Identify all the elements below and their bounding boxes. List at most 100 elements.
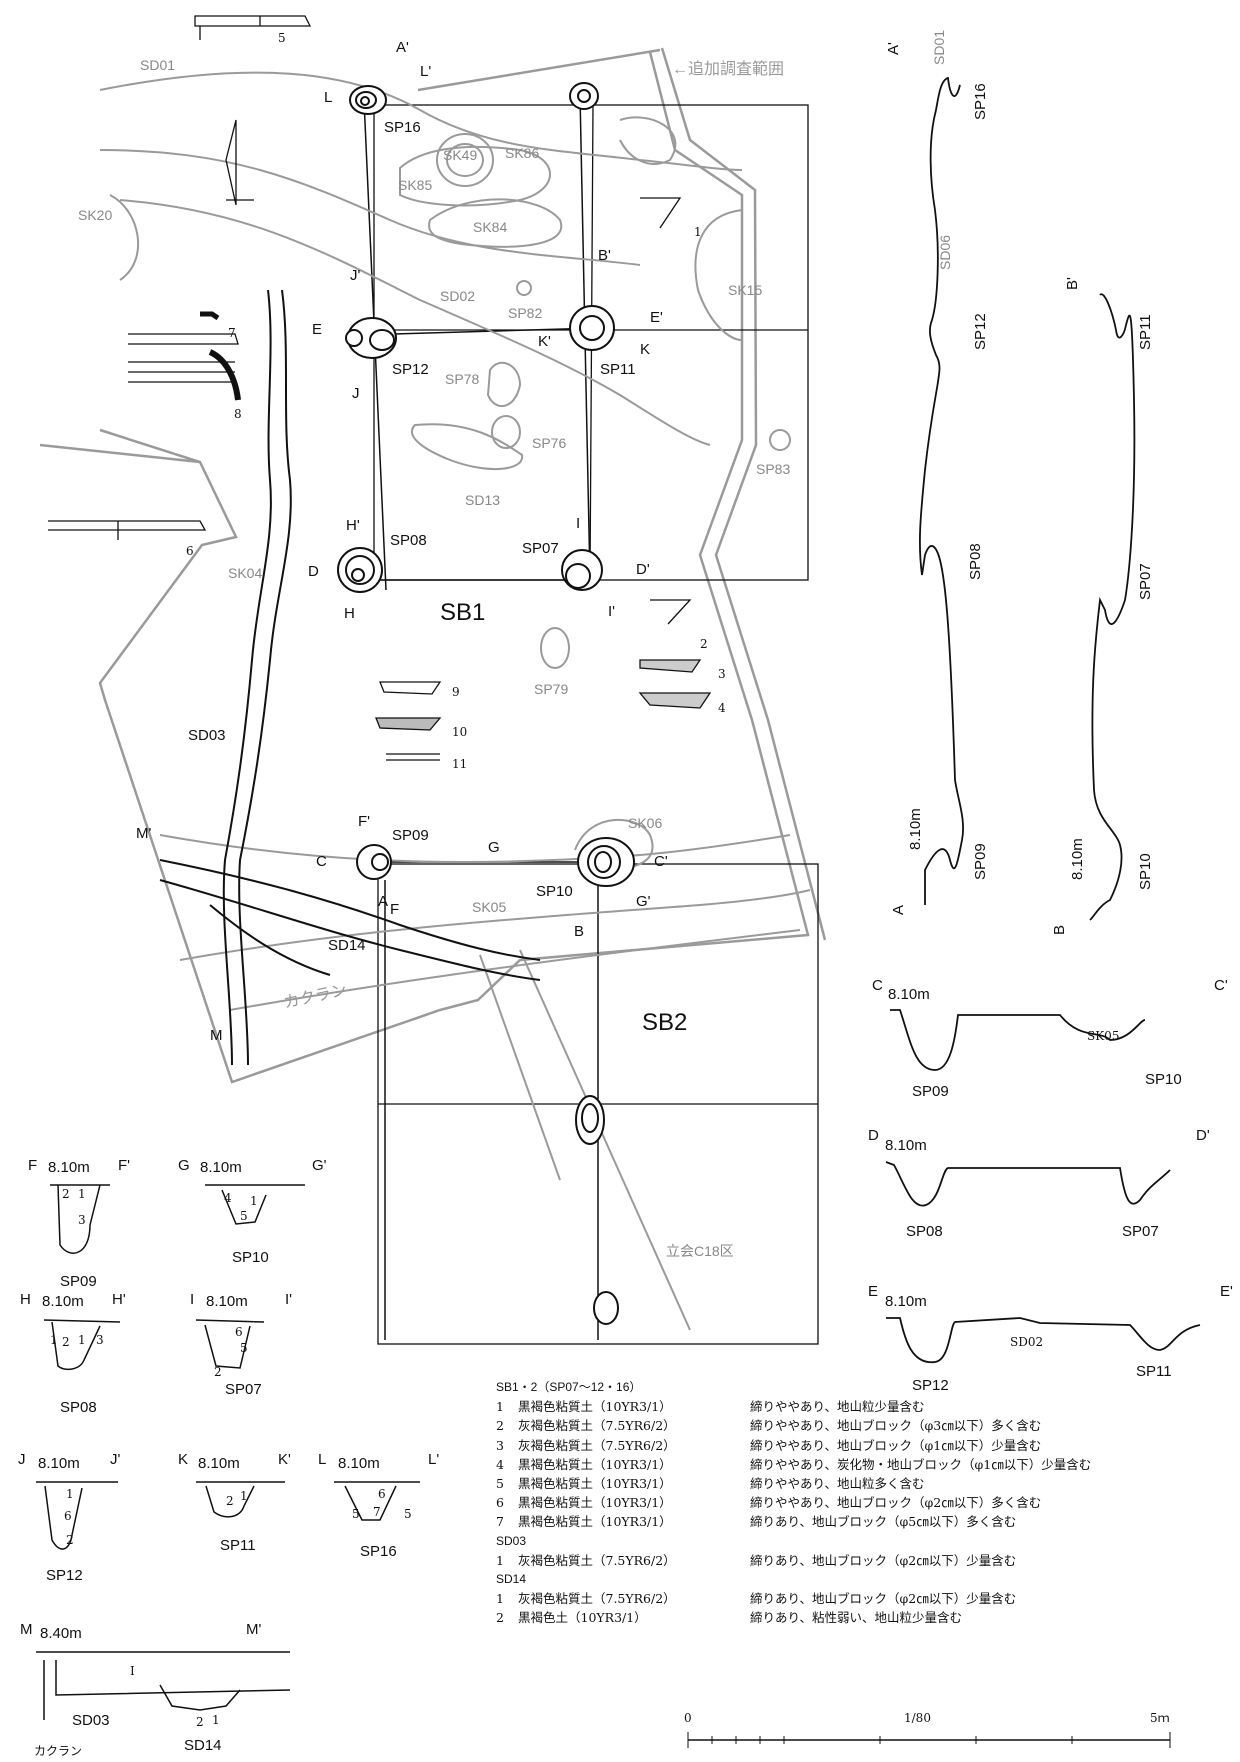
small-f-start: F (28, 1157, 37, 1174)
label-sd01: SD01 (140, 57, 175, 73)
profile-b-sp10: SP10 (1137, 853, 1154, 890)
label-annotation: ←追加調査範囲 (672, 60, 784, 78)
label-sk84: SK84 (473, 219, 507, 235)
profile-a-level: 8.10m (907, 808, 924, 850)
profile-a-sd06: SD06 (937, 235, 953, 270)
profile-b-sp07: SP07 (1137, 563, 1154, 600)
north-arrow (225, 119, 254, 206)
mark-d: D (308, 563, 319, 580)
pit-sp16 (349, 85, 387, 115)
small-m-kakuran: カクラン (34, 1744, 82, 1758)
small-j-level: 8.10m (38, 1455, 80, 1472)
profile-b-prime: B' (1064, 277, 1081, 290)
profile-a-start: A (890, 905, 907, 915)
profile-b-level: 8.10m (1069, 838, 1086, 880)
section-e-sd02: SD02 (1010, 1335, 1043, 1349)
small-m-level: 8.40m (40, 1625, 82, 1642)
artifact-5: 5 (278, 31, 286, 45)
label-sd14: SD14 (328, 937, 366, 954)
label-sk86: SK86 (505, 145, 539, 161)
artifact-7: 7 (228, 326, 236, 340)
mark-e-prime: E' (650, 309, 663, 326)
section-e-sp12: SP12 (912, 1377, 949, 1394)
svg-text:1: 1 (78, 1333, 86, 1347)
svg-text:I: I (130, 1664, 135, 1678)
small-h-start: H (20, 1291, 31, 1308)
small-section-k: K K' 8.10m SP11 2 1 (178, 1451, 291, 1554)
mark-j: J (352, 385, 360, 402)
artifact-6: 6 (186, 544, 194, 558)
small-i-level: 8.10m (206, 1293, 248, 1310)
section-d-level: 8.10m (885, 1137, 927, 1154)
section-d-start: D (868, 1127, 879, 1144)
label-sk15: SK15 (728, 282, 762, 298)
mark-f-prime: F' (358, 813, 370, 830)
mark-h: H (344, 605, 355, 622)
small-m-sd14: SD14 (184, 1737, 222, 1754)
small-k-start: K (178, 1451, 188, 1468)
legend-sd03-title: SD03 (496, 1533, 527, 1548)
svg-text:2: 2 (214, 1365, 222, 1379)
scale-max: 5ｍ (1150, 1711, 1170, 1725)
label-sb1: SB1 (440, 599, 485, 626)
label-sp78: SP78 (445, 371, 479, 387)
label-sk85: SK85 (398, 177, 432, 193)
svg-text:2: 2 (196, 1715, 204, 1729)
small-section-m: M M' 8.40m SD03 SD14 カクラン I 2 1 (20, 1621, 291, 1758)
profile-a-prime: A' (885, 42, 902, 55)
artifact-11: 11 (452, 757, 467, 771)
pit-sp09 (356, 844, 392, 880)
svg-text:6: 6 (378, 1487, 386, 1501)
artifact-10: 10 (452, 725, 467, 739)
small-h-level: 8.10m (42, 1293, 84, 1310)
svg-text:1: 1 (240, 1489, 248, 1503)
section-c: C C' 8.10m SP09 SK05 SP10 (872, 977, 1228, 1100)
mark-m-prime: M' (136, 825, 151, 842)
small-j-end: J' (110, 1451, 121, 1468)
label-sp16: SP16 (384, 119, 421, 136)
pit-sp08 (337, 547, 383, 593)
pit-south (575, 1095, 605, 1145)
small-g-label: SP10 (232, 1249, 269, 1266)
small-l-end: L' (428, 1451, 439, 1468)
label-sk05: SK05 (472, 899, 506, 915)
small-l-start: L (318, 1451, 326, 1468)
pit-sp12 (345, 317, 397, 359)
artifact-9: 9 (452, 685, 460, 699)
svg-text:2: 2 (226, 1494, 234, 1508)
label-sk20: SK20 (78, 207, 112, 223)
mark-a: A (378, 893, 388, 910)
profile-a-sp08: SP08 (967, 543, 984, 580)
label-sp12: SP12 (392, 361, 429, 378)
mark-j-prime: J' (350, 267, 361, 284)
small-i-label: SP07 (225, 1381, 262, 1398)
section-e-start: E (868, 1283, 878, 1300)
svg-text:2: 2 (62, 1187, 70, 1201)
svg-text:5: 5 (404, 1507, 412, 1521)
small-g-end: G' (312, 1157, 327, 1174)
mark-m: M (210, 1027, 223, 1044)
profile-b-start: B (1051, 925, 1068, 935)
mark-g: G (488, 839, 500, 856)
artifact-2: 2 (700, 637, 708, 651)
mark-b-prime: B' (598, 247, 611, 264)
profile-a: A' A 8.10m SD01 SP16 SD06 SP12 SP08 SP09 (885, 30, 989, 915)
small-m-sd03: SD03 (72, 1712, 110, 1729)
small-section-i: I I' 8.10m SP07 6 5 2 (190, 1291, 292, 1398)
small-f-end: F' (118, 1157, 130, 1174)
small-k-end: K' (278, 1451, 291, 1468)
label-sd02: SD02 (440, 288, 475, 304)
section-d-sp08: SP08 (906, 1223, 943, 1240)
mark-c: C (316, 853, 327, 870)
small-j-start: J (18, 1451, 26, 1468)
small-l-level: 8.10m (338, 1455, 380, 1472)
svg-text:1: 1 (78, 1187, 86, 1201)
svg-text:2: 2 (62, 1335, 70, 1349)
